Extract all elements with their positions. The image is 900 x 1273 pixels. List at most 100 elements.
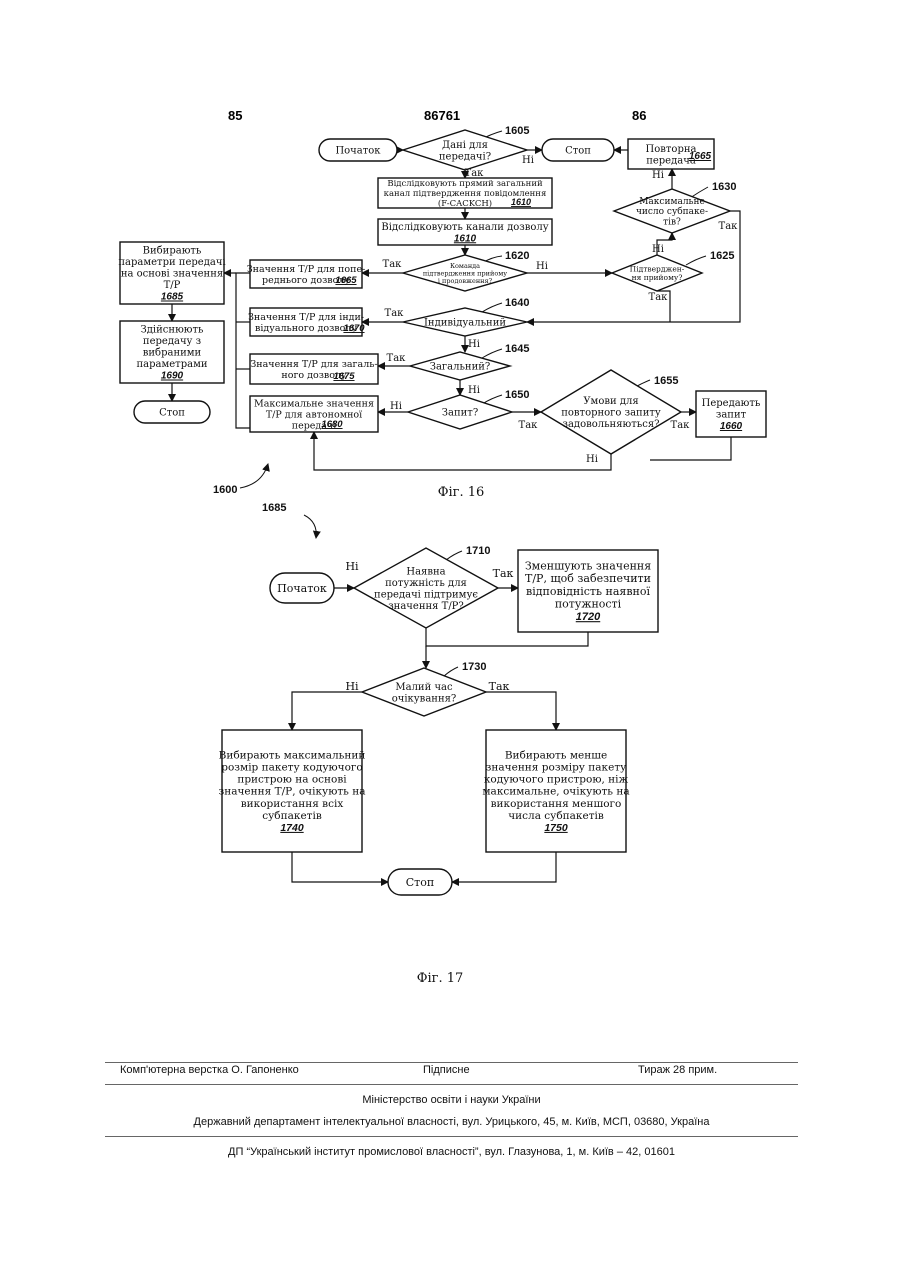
- decision-1605-text: передачі?: [439, 151, 491, 162]
- label-yes-1640: Так: [385, 308, 405, 319]
- box-1670-individual-text: Значення Т/Р для інди-: [248, 312, 364, 323]
- label-yes-1625: Так: [649, 292, 669, 303]
- box-1750-less-text: числа субпакетів: [508, 810, 604, 822]
- ref-1625-leader: [686, 256, 706, 265]
- ref-1655: 1655: [654, 375, 678, 387]
- box-1690-transmit-text: вибраними: [143, 348, 202, 359]
- box-1665-prev-text: Значення Т/Р для попе-: [247, 264, 366, 275]
- footer-layout: Комп'ютерна верстка О. Гапоненко: [120, 1064, 299, 1076]
- ref-1620: 1620: [505, 250, 529, 262]
- footer-rule-2: [105, 1084, 798, 1085]
- label-no-1640: Ні: [468, 339, 480, 350]
- decision-1710-text: значення Т/Р?: [388, 601, 464, 612]
- box-1660-request-text: запит: [716, 410, 747, 421]
- label-no-1620: Ні: [536, 261, 548, 272]
- box-1690-transmit-text: параметрами: [136, 359, 207, 370]
- ref-1650: 1650: [505, 389, 529, 401]
- box-1750-less-text: використання меншого: [491, 798, 622, 810]
- label-no-1630: Ні: [652, 170, 664, 181]
- footer-rule-1: [105, 1062, 798, 1063]
- box-1750-less-text: Вибирають менше: [505, 749, 607, 761]
- box-1720-reduce-text: відповідність наявної: [526, 585, 650, 598]
- ref-1730-leader: [444, 667, 458, 676]
- box-1690-transmit-ref: 1690: [161, 371, 184, 382]
- box-1720-reduce-ref: 1720: [576, 611, 601, 623]
- label-yes-1650: Так: [519, 420, 539, 431]
- label-yes-1730: Так: [489, 680, 510, 693]
- footer-rule-3: [105, 1136, 798, 1137]
- decision-1655-text: задовольняються?: [563, 419, 660, 430]
- box-1660-request-ref: 1660: [720, 421, 743, 432]
- decision-1630-text: тів?: [663, 218, 681, 228]
- decision-1730-text: очікування?: [392, 693, 457, 704]
- box-1660-request-text: Передають: [702, 398, 761, 409]
- box-1740-max-text: розмір пакету кодуючого: [221, 762, 362, 774]
- box-1740-max-text: використання всіх: [241, 798, 344, 810]
- footer-signed: Підписне: [423, 1064, 470, 1076]
- box-1670-ref: 1670: [343, 323, 365, 334]
- label-yes-1630: Так: [719, 221, 739, 232]
- connector: [292, 852, 388, 882]
- ref-1600: 1600: [213, 484, 237, 496]
- decision-1620-text: і продовження?: [438, 277, 493, 285]
- label-yes-1655: Так: [671, 420, 691, 431]
- box-1720-reduce-text: Т/Р, щоб забезпечити: [525, 572, 651, 585]
- stop-terminal-fig17-text: Стоп: [406, 876, 434, 889]
- connector: [486, 692, 556, 730]
- box-1690-transmit-text: передачу з: [143, 336, 201, 347]
- ref-1685-fig17: 1685: [262, 502, 286, 514]
- ref-1605: 1605: [505, 125, 529, 137]
- box-1610-fcackch-text: (F-CACKCH): [438, 198, 492, 209]
- label-no-1730: Ні: [345, 680, 359, 693]
- decision-1640-text: Індивідуальний: [424, 318, 506, 329]
- decision-1645-text: Загальний?: [430, 362, 491, 373]
- footer-department: Державний департамент інтелектуальної вл…: [105, 1116, 798, 1128]
- decision-1605-text: Дані для: [442, 140, 488, 151]
- box-1665-prev-ref: 1665: [335, 275, 357, 286]
- ref-1685-leader: [304, 515, 316, 538]
- label-no-1645: Ні: [468, 385, 480, 396]
- box-1750-less-ref: 1750: [544, 822, 568, 834]
- box-1685-select-text: Вибирають: [143, 246, 202, 257]
- decision-1630-text: число субпаке-: [636, 206, 708, 217]
- ref-1640-leader: [482, 303, 502, 312]
- ref-1640: 1640: [505, 297, 529, 309]
- box-1665-repeat-ref: 1665: [689, 151, 712, 162]
- box-1685-select-text: Т/Р: [164, 280, 181, 291]
- box-1680-autonomous-text: Т/Р для автономної: [266, 409, 362, 420]
- box-1610-fcackch-ref: 1610: [511, 197, 531, 207]
- box-1685-select-text: на основі значення: [121, 269, 223, 280]
- connector: [236, 273, 250, 428]
- decision-1710-text: потужність для: [385, 578, 467, 589]
- footer-copies: Тираж 28 прим.: [638, 1064, 717, 1076]
- box-1670-individual-text: відуального дозволу: [255, 323, 357, 334]
- box-1610-channels-ref: 1610: [454, 233, 477, 244]
- fig17-caption: Фіг. 17: [417, 971, 464, 986]
- label-no-1650: Ні: [390, 401, 402, 412]
- label-yes-1605: Так: [465, 168, 485, 179]
- connector: [452, 852, 556, 882]
- box-1690-transmit-text: Здійснюють: [141, 325, 204, 336]
- box-1610-fcackch-text: Відслідковують прямий загальний: [387, 179, 543, 189]
- decision-1710-text: передачі підтримує: [374, 589, 478, 600]
- decision-1650-text: Запит?: [442, 408, 478, 419]
- box-1750-less-text: кодуючого пристрою, ніж: [484, 774, 629, 786]
- box-1740-max-text: субпакетів: [262, 810, 322, 822]
- box-1680-autonomous-text: Максимальне значення: [254, 398, 374, 409]
- box-1720-reduce-text: потужності: [555, 598, 622, 611]
- decision-1730-text: Малий час: [395, 682, 453, 693]
- ref-1645: 1645: [505, 343, 529, 355]
- box-1740-max-ref: 1740: [280, 822, 304, 834]
- ref-1645-leader: [482, 349, 502, 358]
- stop-terminal-top-text: Стоп: [565, 146, 591, 157]
- footer-row: Комп'ютерна верстка О. Гапоненко Підписн…: [105, 1064, 798, 1080]
- label-no-1710: Ні: [345, 560, 359, 573]
- label-no-1655: Ні: [586, 454, 598, 465]
- decision-1655-text: Умови для: [583, 396, 638, 407]
- flowchart-figures: ПочатокДані дляпередачі?1605СтопПовторна…: [0, 0, 900, 1020]
- label-yes-1645: Так: [387, 353, 407, 364]
- fig16-caption: Фіг. 16: [438, 485, 485, 500]
- decision-1630-text: Максимальне: [639, 197, 705, 207]
- ref-1710: 1710: [466, 545, 490, 557]
- connector: [292, 692, 362, 730]
